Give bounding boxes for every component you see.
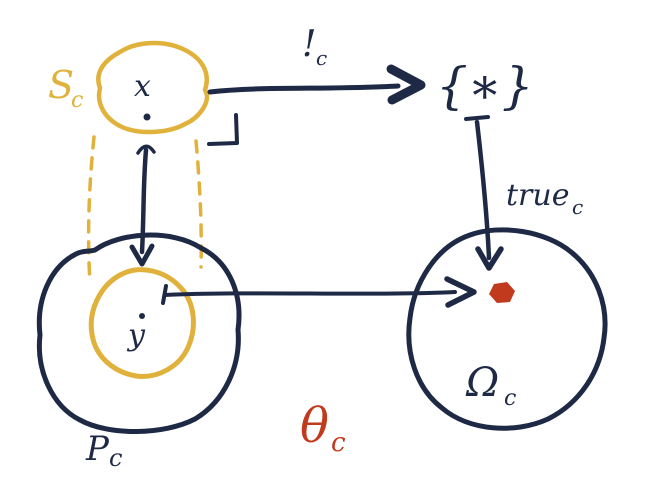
true-arrow-tail (464, 115, 490, 121)
bang-arrow-head (386, 64, 426, 105)
dashed-connector-right (194, 139, 204, 269)
label-omega: Ω (465, 360, 499, 406)
label-bang: ! (302, 24, 316, 65)
label-p-sub: c (109, 444, 122, 472)
label-true-sub: c (572, 195, 583, 219)
true-arrow-head (475, 246, 504, 271)
label-bang-sub: c (316, 46, 327, 70)
point-y-dot (139, 313, 145, 319)
point-x-dot (143, 113, 151, 121)
blob-s-image (88, 267, 196, 379)
label-s-sub: c (71, 88, 83, 113)
blob-omega (406, 227, 608, 431)
label-theta-sub: c (331, 428, 346, 458)
x-to-y-arrow-tail (136, 144, 156, 155)
y-to-omega-arrow-head (444, 276, 477, 308)
true-arrow-shaft (474, 119, 492, 261)
label-y: y (126, 318, 146, 353)
bang-arrow-shaft (207, 83, 401, 95)
x-to-y-arrow-head (129, 243, 155, 267)
x-to-y-arrow-shaft (139, 147, 149, 255)
blob-p (36, 232, 242, 434)
pullback-corner-icon (207, 113, 239, 146)
blob-s (96, 40, 210, 135)
label-x: x (134, 69, 151, 104)
label-p: P (85, 429, 110, 469)
label-singleton-set: {∗} (436, 57, 534, 115)
y-to-omega-arrow-shaft (163, 290, 457, 297)
label-omega-sub: c (504, 386, 516, 411)
label-s: S (48, 63, 74, 107)
point-omega-red-dot (489, 282, 515, 303)
label-true: true (506, 178, 569, 213)
dashed-connector-left (86, 135, 96, 285)
label-theta: θ (300, 398, 329, 454)
